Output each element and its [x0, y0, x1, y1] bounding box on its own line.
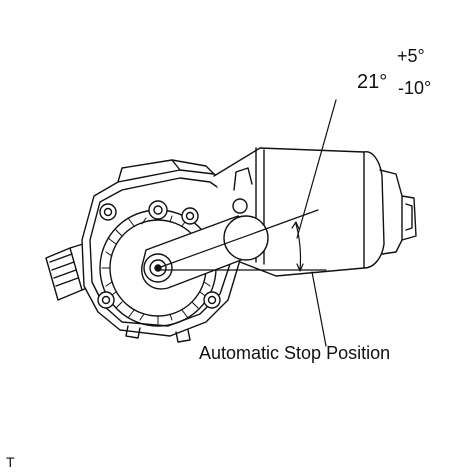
angle-value: 21°	[357, 71, 388, 93]
angle-leader	[296, 99, 337, 239]
mount-boss-bottom-right	[203, 291, 221, 309]
mount-boss-bottom-left	[97, 291, 115, 309]
angle-tolerance-upper: +5°	[397, 46, 425, 66]
automatic-stop-position-label: Automatic Stop Position	[199, 343, 391, 363]
angle-reference	[157, 99, 337, 347]
mount-boss-top	[148, 200, 168, 220]
corner-mark: T	[6, 454, 15, 470]
angle-arc	[295, 223, 302, 271]
mount-boss-left	[99, 203, 117, 221]
crank-centerline	[157, 209, 319, 269]
mount-boss-mid	[181, 207, 199, 225]
stop-position-leader	[311, 271, 327, 347]
angle-tolerance-lower: -10°	[398, 78, 432, 98]
